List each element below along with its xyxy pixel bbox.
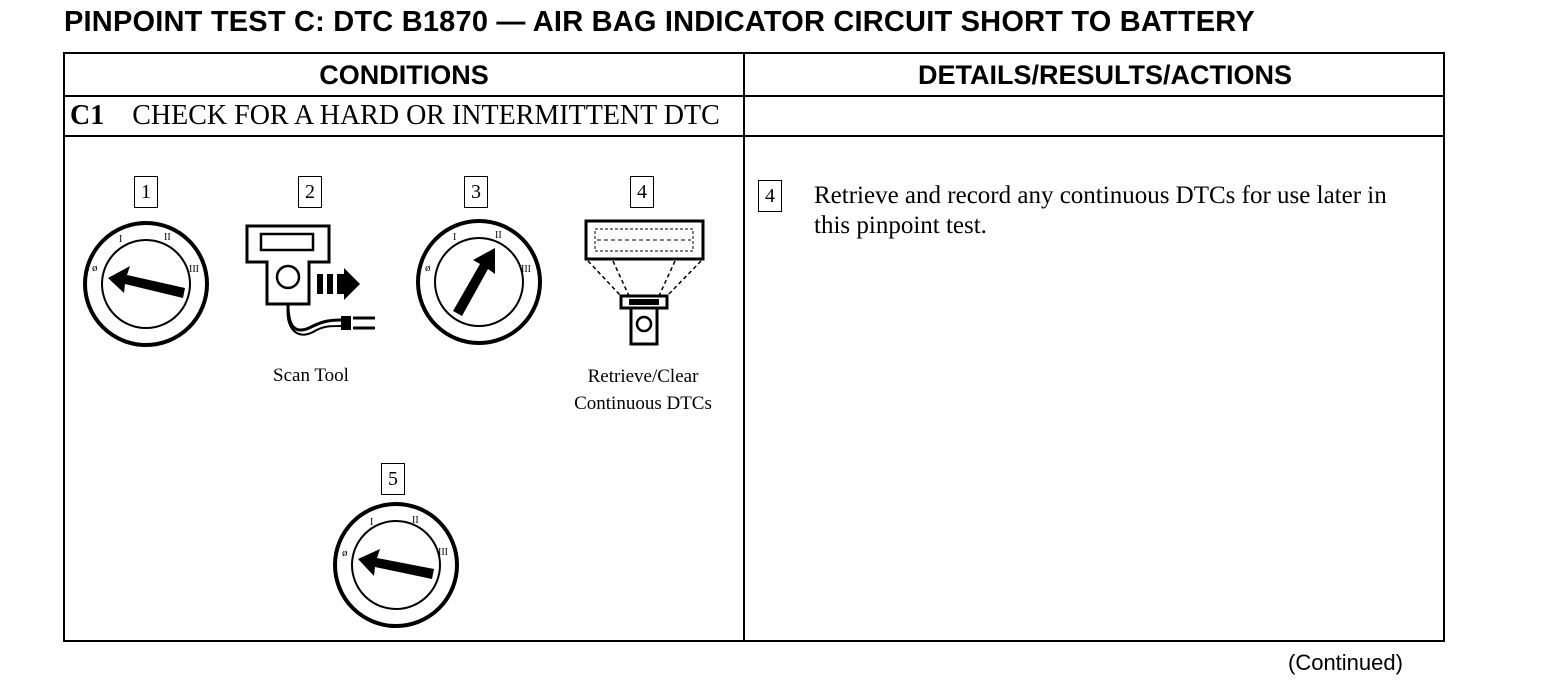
svg-text:II: II xyxy=(495,230,502,241)
pinpoint-table xyxy=(63,52,1445,642)
action-number-4: 4 xyxy=(758,180,782,212)
step-row: C1 CHECK FOR A HARD OR INTERMITTENT DTC xyxy=(70,97,720,135)
svg-text:II: II xyxy=(412,515,419,526)
condition-number-2: 2 xyxy=(298,176,322,208)
page-title: PINPOINT TEST C: DTC B1870 — AIR BAG IND… xyxy=(64,6,1255,38)
ignition-run-icon: ø I II III xyxy=(416,219,542,345)
header-divider xyxy=(63,95,1445,97)
scan-tool-caption: Scan Tool xyxy=(273,365,349,386)
scan-tool-connect-icon xyxy=(245,224,375,336)
retrieve-dtc-icon xyxy=(584,219,705,346)
conditions-header: CONDITIONS xyxy=(319,60,489,90)
retrieve-dtc-caption-line-1: Retrieve/Clear xyxy=(587,366,699,387)
svg-text:I: I xyxy=(119,234,122,245)
svg-text:I: I xyxy=(370,517,373,528)
details-header: DETAILS/RESULTS/ACTIONS xyxy=(917,60,1292,90)
svg-text:ø: ø xyxy=(342,547,348,559)
svg-text:III: III xyxy=(438,547,448,558)
condition-number-5: 5 xyxy=(381,463,405,495)
column-divider xyxy=(743,52,745,642)
ignition-off-icon: ø I II III xyxy=(83,221,209,347)
svg-text:ø: ø xyxy=(425,262,431,274)
condition-number-4: 4 xyxy=(630,176,654,208)
step-label: CHECK FOR A HARD OR INTERMITTENT DTC xyxy=(132,100,720,131)
svg-text:III: III xyxy=(189,264,199,275)
svg-text:I: I xyxy=(453,232,456,243)
condition-number-1: 1 xyxy=(134,176,158,208)
ignition-off-icon: ø I II III xyxy=(333,502,459,628)
continued-note: (Continued) xyxy=(1288,650,1403,675)
svg-text:II: II xyxy=(164,232,171,243)
svg-text:ø: ø xyxy=(92,262,98,274)
svg-text:III: III xyxy=(521,264,531,275)
retrieve-dtc-caption: Retrieve/Clear Continuous DTCs xyxy=(558,363,728,417)
action-text: Retrieve and record any continuous DTCs … xyxy=(814,182,1387,239)
step-row-divider xyxy=(63,135,1445,137)
retrieve-dtc-caption-line-2: Continuous DTCs xyxy=(574,393,712,414)
step-number: C1 xyxy=(70,100,105,131)
condition-number-3: 3 xyxy=(464,176,488,208)
